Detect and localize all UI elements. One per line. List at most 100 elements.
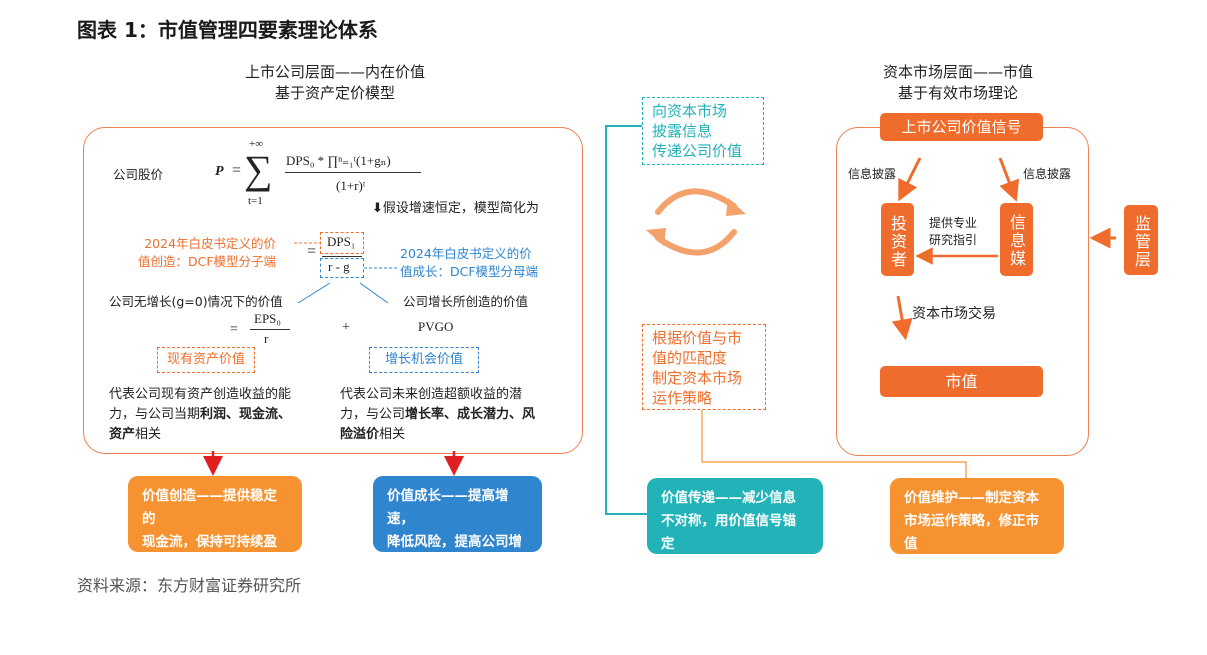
sigma-symbol: ∑ [244, 147, 273, 192]
split-line-right [359, 282, 389, 304]
orange-connector [701, 410, 967, 478]
value-growth-body2: 降低风险，提高公司增长 [387, 534, 522, 573]
market-value-panel [836, 127, 1089, 456]
value-transfer-body1: 减少信息 [742, 490, 796, 506]
formula-denominator: (1+r)ᵗ [336, 178, 366, 193]
regulator-box: 监管层 [1124, 205, 1158, 275]
teal-connector [605, 125, 647, 515]
disclose-note-l2: 披露信息 [652, 122, 713, 140]
fraction-bar [285, 172, 421, 173]
formula-numerator: DPS₀ * ∏ⁿ₌₁ᵗ(1+gₙ) [286, 153, 391, 168]
value-transfer-head: 价值传递—— [661, 490, 742, 506]
cycle-arrow-bottom-head-icon [646, 228, 666, 246]
info-media-box: 信息媒介 [974, 203, 1033, 276]
arrow-signal-to-media [998, 157, 1020, 202]
desc-right-b2: 风险溢价 [340, 407, 536, 442]
fraction2-bar [322, 256, 362, 257]
sigma-sub: t=1 [248, 195, 263, 207]
stock-price-label: 公司股价 [113, 167, 164, 182]
market-trading-label: 资本市场交易 [912, 306, 996, 322]
investor-box: 投资者 [881, 203, 914, 276]
guidance-l1: 提供专业 [929, 216, 978, 230]
strategy-note-l1: 根据价值与市 [652, 329, 743, 347]
simplify-note: ⬇假设增速恒定，模型简化为 [372, 197, 539, 216]
split-line-left [297, 282, 331, 304]
growth-opportunity-tag: 增长机会价值 [369, 347, 479, 373]
sigma-sup: +∞ [249, 138, 264, 150]
value-maintain-body1: 制定资本 [985, 490, 1039, 506]
desc-right-p1: 代表公司未来创造超额收益的 [340, 387, 510, 402]
strategy-note: 根据价值与市 值的匹配度 制定资本市场 运作策略 [642, 324, 766, 410]
value-transfer-body2: 不对称，用价值信号锚定 [661, 513, 796, 552]
value-creation-head: 价值创造—— [142, 488, 223, 504]
disclose-left-label: 信息披露 [848, 167, 897, 181]
strategy-note-l4: 运作策略 [652, 389, 713, 407]
arrow-trading [891, 295, 913, 341]
disclose-note-l3: 传递公司价值 [652, 142, 743, 160]
desc-left-b2: 金流、资产 [109, 407, 292, 442]
right-title-line1: 资本市场层面——市值 [882, 63, 1033, 81]
value-creation-box: 价值创造——提供稳定的 现金流，保持可持续盈利 [128, 476, 302, 573]
arrow-signal-to-investor [898, 157, 922, 202]
down-arrow-icon: ⬇ [372, 201, 383, 216]
value-transfer-box: 价值传递——减少信息 不对称，用价值信号锚定 市值水平 [647, 478, 823, 575]
desc-right-p2: 潜力，与公司 [340, 387, 523, 422]
value-maintain-body2: 市场运作策略，修正市值 [904, 513, 1039, 552]
formula3-numerator: EPS₀ [254, 311, 281, 326]
formula-p: P [215, 164, 224, 179]
value-creation-note-l1: 2024年白皮书定义的价 [144, 236, 277, 251]
existing-asset-desc: 代表公司现有资产创造收益的能力，与公司当期利润、现金流、资产相关 [109, 385, 299, 445]
value-growth-box: 价值成长——提高增速， 降低风险，提高公司增长 机会价值 [373, 476, 542, 596]
right-section-title: 资本市场层面——市值 基于有效市场理论 [858, 62, 1058, 104]
value-growth-note: 2024年白皮书定义的价 值成长：DCF模型分母端 [400, 245, 538, 281]
cycle-arrow-top-head-icon [726, 198, 746, 216]
fraction3-bar [250, 329, 290, 330]
desc-left-p3: 相关 [135, 427, 162, 442]
value-growth-note-l1: 2024年白皮书定义的价 [400, 246, 532, 261]
value-maintain-box: 价值维护——制定资本 市场运作策略，修正市值 偏差 [890, 478, 1064, 575]
value-growth-body1: 提高增速， [387, 488, 509, 527]
disclose-info-note: 向资本市场 披露信息 传递公司价值 [642, 97, 764, 165]
disclose-note-l1: 向资本市场 [652, 102, 728, 120]
value-growth-note-l2: 值成长：DCF模型分母端 [400, 264, 539, 279]
value-creation-body1: 提供稳定的 [142, 488, 277, 527]
value-maintain-body3: 偏差 [904, 559, 931, 575]
growth-opportunity-desc: 代表公司未来创造超额收益的潜力，与公司增长率、成长潜力、风险溢价相关 [340, 385, 540, 445]
desc-left-p1: 代表公司现有资产创造收益 [109, 387, 266, 402]
formula3-plus: + [342, 320, 350, 335]
intrinsic-value-panel [83, 127, 583, 454]
left-title-line1: 上市公司层面——内在价值 [244, 63, 425, 81]
guidance-l2: 研究指引 [929, 233, 978, 247]
existing-asset-tag: 现有资产价值 [157, 347, 255, 373]
left-section-title: 上市公司层面——内在价值 基于资产定价模型 [225, 62, 445, 104]
value-creation-note: 2024年白皮书定义的价 值创造：DCF模型分子端 [138, 235, 276, 271]
formula2-eq: = [307, 243, 317, 260]
value-maintain-head: 价值维护—— [904, 490, 985, 506]
desc-left-b1: 利润、现 [200, 407, 253, 422]
formula-eq: = [232, 162, 242, 179]
cycle-arrow-top-icon [655, 188, 737, 215]
formula3-eq: = [230, 322, 238, 337]
value-creation-body2: 现金流，保持可持续盈利 [142, 534, 277, 573]
simplify-note-text: 假设增速恒定，模型简化为 [382, 201, 539, 216]
pvgo-label: PVGO [418, 319, 454, 334]
source-note: 资料来源：东方财富证券研究所 [77, 576, 302, 595]
right-title-line2: 基于有效市场理论 [897, 84, 1018, 102]
no-growth-label: 公司无增长(g=0)情况下的价值 [109, 294, 283, 309]
formula2-denominator: r - g [328, 259, 350, 274]
desc-right-b1: 增长率、成长潜力、 [405, 407, 523, 422]
disclose-right-label: 信息披露 [1023, 167, 1072, 181]
market-value-box: 市值 [880, 366, 1043, 397]
cycle-arrow-bottom-icon [655, 229, 737, 256]
desc-left-p2: 的能力，与公司当期 [109, 387, 292, 422]
strategy-note-l2: 值的匹配度 [652, 349, 728, 367]
value-growth-head: 价值成长—— [387, 488, 468, 504]
value-creation-note-l2: 值创造：DCF模型分子端 [138, 254, 277, 269]
formula2-numerator: DPS₁ [327, 234, 356, 249]
value-transfer-body3: 市值水平 [661, 559, 715, 575]
numerator-highlight [320, 232, 364, 254]
left-title-line2: 基于资产定价模型 [274, 84, 395, 102]
research-guidance-label: 提供专业 研究指引 [929, 215, 977, 249]
growth-label: 公司增长所创造的价值 [403, 294, 529, 309]
